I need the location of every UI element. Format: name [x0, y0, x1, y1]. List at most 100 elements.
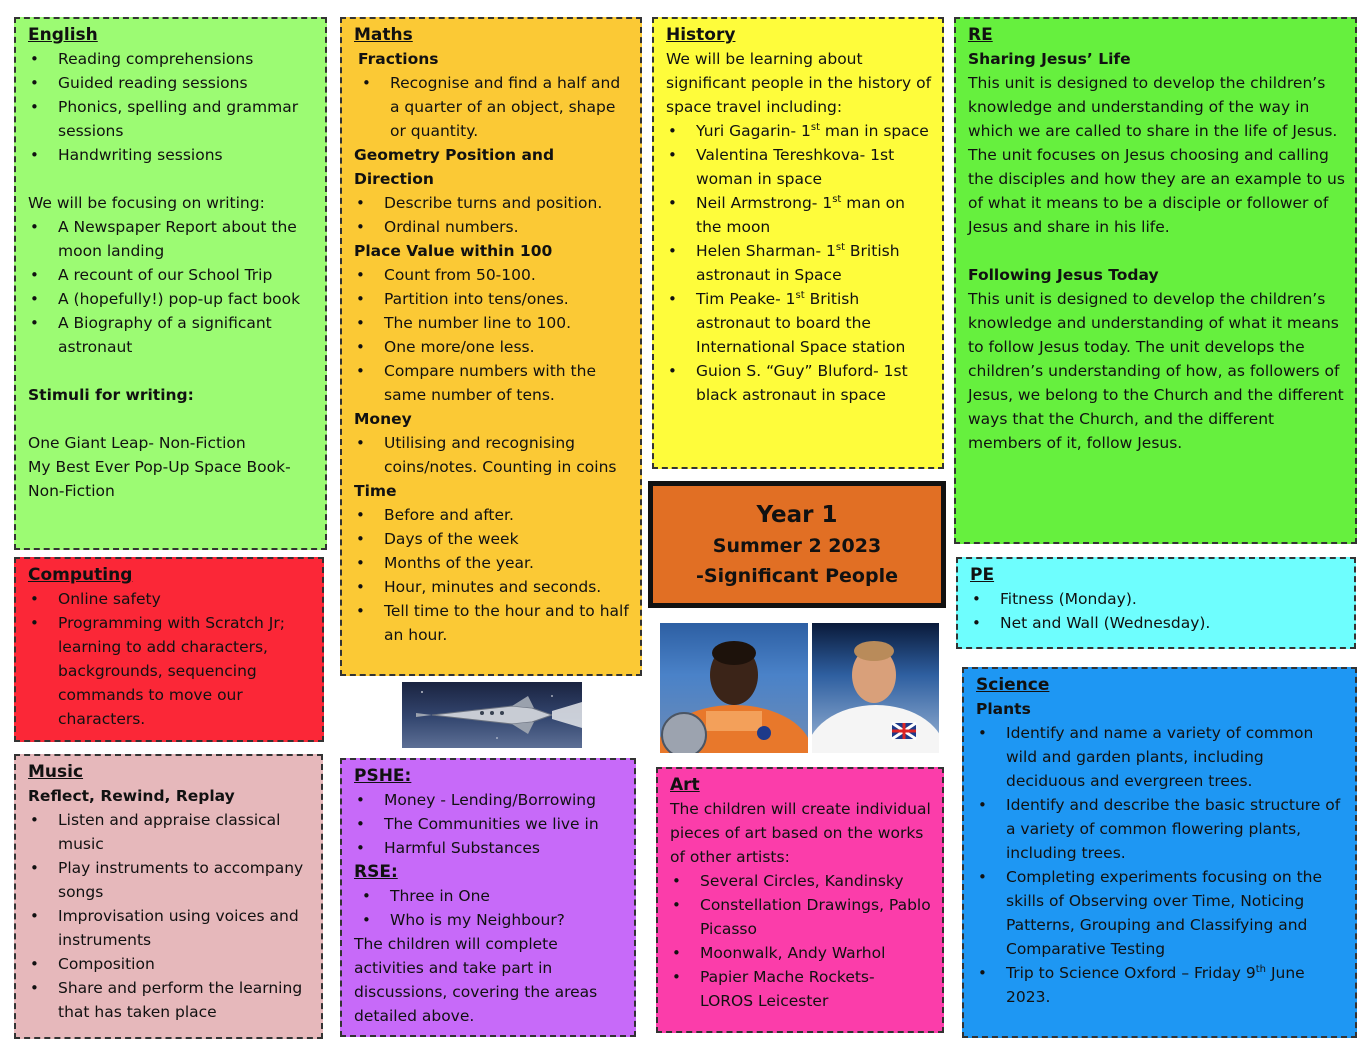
music-list: Listen and appraise classical musicPlay …	[28, 808, 311, 1024]
list-item: Describe turns and position.	[356, 191, 630, 215]
list-item: Composition	[30, 952, 311, 976]
astronaut-portrait-icon	[812, 641, 939, 753]
art-title: Art	[670, 775, 700, 795]
list-item: Reading comprehensions	[30, 47, 315, 71]
computing-panel: Computing Online safetyProgramming with …	[14, 557, 324, 742]
list-item: Guion S. “Guy” Bluford- 1st black astron…	[668, 359, 932, 407]
list-item: Yuri Gagarin- 1st man in space	[668, 119, 932, 143]
english-focus-intro: We will be focusing on writing:	[28, 194, 265, 212]
list-item: Moonwalk, Andy Warhol	[672, 941, 932, 965]
list-item: Money - Lending/Borrowing	[356, 788, 624, 812]
pe-title: PE	[970, 565, 995, 585]
art-panel: Art The children will create individual …	[656, 767, 944, 1033]
pshe-list: Money - Lending/BorrowingThe Communities…	[354, 788, 624, 860]
list-item: A (hopefully!) pop-up fact book	[30, 287, 315, 311]
list-item: Programming with Scratch Jr; learning to…	[30, 611, 312, 731]
pshe-panel: PSHE: Money - Lending/BorrowingThe Commu…	[340, 758, 636, 1037]
list-item: A recount of our School Trip	[30, 263, 315, 287]
list-item: Count from 50-100.	[356, 263, 630, 287]
list-item: Tell time to the hour and to half an hou…	[356, 599, 630, 647]
list-item: Before and after.	[356, 503, 630, 527]
science-title: Science	[976, 675, 1050, 695]
english-panel: English Reading comprehensionsGuided rea…	[14, 17, 327, 550]
list-item: Fitness (Monday).	[972, 587, 1344, 611]
maths-panel: Maths Fractions Recognise and find a hal…	[340, 17, 642, 676]
list-item: Harmful Substances	[356, 836, 624, 860]
list-item: Constellation Drawings, Pablo Picasso	[672, 893, 932, 941]
maths-geometry-list: Describe turns and position.Ordinal numb…	[354, 191, 630, 239]
re-unit2-heading: Following Jesus Today	[968, 266, 1159, 284]
list-item: Several Circles, Kandinsky	[672, 869, 932, 893]
english-focus-list: A Newspaper Report about the moon landin…	[28, 215, 315, 359]
pshe-title: PSHE:	[354, 766, 412, 786]
list-item: Days of the week	[356, 527, 630, 551]
maths-money-heading: Money	[354, 410, 412, 428]
list-item: Tim Peake- 1st British astronaut to boar…	[668, 287, 932, 359]
list-item: Identify and describe the basic structur…	[978, 793, 1345, 865]
list-item: Completing experiments focusing on the s…	[978, 865, 1345, 961]
pe-panel: PE Fitness (Monday).Net and Wall (Wednes…	[956, 557, 1356, 649]
list-item: Valentina Tereshkova- 1st woman in space	[668, 143, 932, 191]
art-intro: The children will create individual piec…	[670, 800, 931, 866]
english-stimuli-2: My Best Ever Pop-Up Space Book- Non-Fict…	[28, 458, 291, 500]
rocket-icon	[416, 691, 582, 739]
rocket-image	[402, 682, 582, 748]
english-list: Reading comprehensionsGuided reading ses…	[28, 47, 315, 167]
list-item: Handwriting sessions	[30, 143, 315, 167]
maths-money-list: Utilising and recognising coins/notes. C…	[354, 431, 630, 479]
list-item: Improvisation using voices and instrumen…	[30, 904, 311, 952]
art-list: Several Circles, KandinskyConstellation …	[670, 869, 932, 1013]
list-item: The Communities we live in	[356, 812, 624, 836]
pshe-note: The children will complete activities an…	[354, 935, 598, 1025]
list-item: Hour, minutes and seconds.	[356, 575, 630, 599]
maths-fractions-list: Recognise and find a half and a quarter …	[354, 71, 630, 143]
music-subtitle: Reflect, Rewind, Replay	[28, 787, 235, 805]
list-item: Neil Armstrong- 1st man on the moon	[668, 191, 932, 239]
list-item: Partition into tens/ones.	[356, 287, 630, 311]
list-item: Compare numbers with the same number of …	[356, 359, 630, 407]
english-stimuli-1: One Giant Leap- Non-Fiction	[28, 434, 246, 452]
list-item: Three in One	[362, 884, 624, 908]
year-title: Year 1	[756, 501, 838, 528]
list-item: Helen Sharman- 1st British astronaut in …	[668, 239, 932, 287]
maths-fractions-heading: Fractions	[358, 50, 439, 68]
history-panel: History We will be learning about signif…	[652, 17, 944, 469]
maths-title: Maths	[354, 25, 413, 45]
rse-list: Three in OneWho is my Neighbour?	[354, 884, 624, 932]
list-item: Months of the year.	[356, 551, 630, 575]
maths-geometry-heading: Geometry Position and Direction	[354, 146, 555, 188]
computing-list: Online safetyProgramming with Scratch Jr…	[28, 587, 312, 731]
maths-place-heading: Place Value within 100	[354, 242, 553, 260]
computing-title: Computing	[28, 565, 133, 585]
science-subtitle: Plants	[976, 700, 1031, 718]
list-item: Trip to Science Oxford – Friday 9th June…	[978, 961, 1345, 1009]
year-summary-box: Year 1 Summer 2 2023 -Significant People	[648, 481, 946, 608]
maths-place-list: Count from 50-100.Partition into tens/on…	[354, 263, 630, 407]
astronaut-portrait-icon	[660, 641, 808, 753]
list-item: Papier Mache Rockets- LOROS Leicester	[672, 965, 932, 1013]
music-title: Music	[28, 762, 84, 782]
list-item: A Biography of a significant astronaut	[30, 311, 315, 359]
history-intro: We will be learning about significant pe…	[666, 50, 932, 116]
term-title: Summer 2 2023	[712, 534, 882, 557]
history-list: Yuri Gagarin- 1st man in spaceValentina …	[666, 119, 932, 407]
list-item: The number line to 100.	[356, 311, 630, 335]
list-item: Ordinal numbers.	[356, 215, 630, 239]
list-item: Who is my Neighbour?	[362, 908, 624, 932]
list-item: Play instruments to accompany songs	[30, 856, 311, 904]
list-item: One more/one less.	[356, 335, 630, 359]
rse-title: RSE:	[354, 862, 398, 882]
re-unit2-text: This unit is designed to develop the chi…	[968, 290, 1344, 452]
list-item: A Newspaper Report about the moon landin…	[30, 215, 315, 263]
maths-time-heading: Time	[354, 482, 397, 500]
list-item: Phonics, spelling and grammar sessions	[30, 95, 315, 143]
science-list: Identify and name a variety of common wi…	[976, 721, 1345, 1009]
history-title: History	[666, 25, 736, 45]
list-item: Net and Wall (Wednesday).	[972, 611, 1344, 635]
pe-list: Fitness (Monday).Net and Wall (Wednesday…	[970, 587, 1344, 635]
english-title: English	[28, 25, 98, 45]
music-panel: Music Reflect, Rewind, Replay Listen and…	[14, 754, 323, 1039]
re-unit1-text: This unit is designed to develop the chi…	[968, 74, 1345, 236]
science-panel: Science Plants Identify and name a varie…	[962, 667, 1357, 1038]
list-item: Guided reading sessions	[30, 71, 315, 95]
